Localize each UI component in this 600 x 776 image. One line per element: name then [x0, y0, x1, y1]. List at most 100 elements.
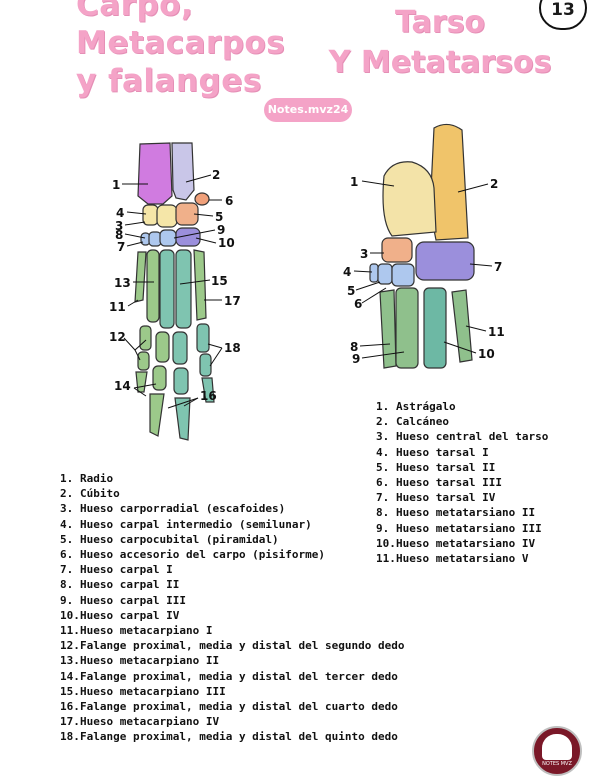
tarsal-ii-bone	[377, 263, 393, 285]
list-item: 2.Cúbito	[60, 487, 120, 501]
title-carpo: Carpo, Metacarpos y falanges	[76, 0, 296, 100]
list-item: 4.Hueso carpal intermedio (semilunar)	[60, 517, 312, 531]
list-item: 7.Hueso tarsal IV	[376, 491, 496, 505]
carpal-iv-bone	[175, 227, 201, 247]
forelimb-labels: 1 2 6 4 5 3 9 8 10 7 13 15 11 17 12 18 1…	[109, 168, 241, 403]
list-item: 3.Hueso central del tarso	[376, 430, 549, 444]
intermediate-carpal-bone	[156, 204, 178, 228]
list-item: 1.Astrágalo	[376, 400, 456, 413]
list-item: 3.Hueso carporradial (escafoides)	[60, 502, 286, 516]
label-f16: 16	[200, 389, 217, 403]
label-f4: 4	[116, 206, 124, 220]
digit-ii-phalanx-middle	[137, 351, 150, 371]
label-t5: 5	[347, 284, 355, 298]
label-f14: 14	[114, 379, 131, 393]
label-t3: 3	[360, 247, 368, 261]
digit-ii-phalanx-proximal	[139, 325, 152, 351]
list-item: 9.Hueso metatarsiano III	[376, 521, 542, 535]
digit-v-phalanx-distal	[201, 377, 215, 403]
list-item: 15.Hueso metacarpiano III	[60, 684, 226, 698]
label-f8: 8	[115, 228, 123, 242]
list-item: 10.Hueso carpal IV	[60, 608, 180, 622]
notes-mvz-logo: NOTES MVZ	[532, 726, 582, 776]
metacarpal-iii-bone	[159, 249, 175, 329]
label-t10: 10	[478, 347, 495, 361]
tarsal-i-bone	[369, 263, 379, 283]
label-t6: 6	[354, 297, 362, 311]
logo-silhouette-icon	[542, 734, 572, 760]
carpal-iii-bone	[159, 229, 177, 247]
list-item: 18.Falange proximal, media y distal del …	[60, 730, 398, 744]
carpus-legend-list: 1.Radio 2.Cúbito 3.Hueso carporradial (e…	[60, 471, 405, 745]
label-t11: 11	[488, 325, 505, 339]
list-item: 5.Hueso tarsal II	[376, 460, 496, 474]
hindlimb-labels: 1 2 3 7 4 5 6 11 8 10 9	[343, 175, 505, 366]
label-f6: 6	[225, 194, 233, 208]
hindlimb-leader-lines	[353, 180, 493, 359]
tarsal-iv-bone	[415, 241, 475, 281]
metatarsal-v-bone	[451, 289, 473, 363]
label-f1: 1	[112, 178, 120, 192]
tarsus-legend-list: 1.Astrágalo 2.Calcáneo 3.Hueso central d…	[376, 399, 548, 566]
list-item: 8.Hueso metatarsiano II	[376, 506, 536, 520]
digit-iv-phalanx-proximal	[172, 331, 188, 365]
title-tarso: Tarso Y Metatarsos	[325, 3, 555, 83]
metacarpal-v-bone	[193, 249, 207, 321]
label-f11: 11	[109, 300, 126, 314]
metacarpal-i-bone	[134, 251, 147, 303]
list-item: 16.Falange proximal, media y distal del …	[60, 700, 398, 714]
notes-badge: Notes.mvz24	[264, 98, 352, 122]
list-item: 14.Falange proximal, media y distal del …	[60, 669, 398, 683]
label-t7: 7	[494, 260, 502, 274]
list-item: 13.Hueso metacarpiano II	[60, 654, 220, 668]
forelimb-leader-lines	[122, 174, 223, 409]
calcaneus-bone	[429, 123, 469, 241]
logo-text: NOTES MVZ	[542, 761, 572, 767]
list-item: 10.Hueso metatarsiano IV	[376, 536, 536, 550]
accessory-carpal-bone	[194, 192, 210, 206]
title-carpo-line-1: Carpo,	[76, 0, 194, 23]
title-tarso-line-1: Tarso	[394, 5, 486, 40]
label-f3: 3	[115, 219, 123, 233]
label-t1: 1	[350, 175, 358, 189]
central-tarsal-bone	[381, 237, 413, 263]
list-item: 11.Hueso metacarpiano I	[60, 624, 213, 638]
metatarsal-ii-bone	[379, 289, 397, 369]
metacarpal-ii-bone	[146, 249, 160, 323]
hindlimb-diagram	[369, 123, 475, 369]
list-item: 7.Hueso carpal I	[60, 563, 173, 577]
digit-ii-phalanx-distal	[135, 371, 148, 393]
label-t2: 2	[490, 177, 498, 191]
metatarsal-iv-bone	[423, 287, 447, 369]
label-f12: 12	[109, 330, 126, 344]
list-item: 6.Hueso tarsal III	[376, 476, 502, 490]
list-item: 1.Radio	[60, 472, 114, 485]
digit-iii-phalanx-distal	[149, 393, 165, 437]
list-item: 12.Falange proximal, media y distal del …	[60, 639, 405, 653]
label-t4: 4	[343, 265, 351, 279]
digit-iv-phalanx-distal	[174, 397, 191, 441]
title-tarso-line-2: Y Metatarsos	[328, 45, 552, 80]
label-f2: 2	[212, 168, 220, 182]
tarsal-iii-bone	[391, 263, 415, 287]
list-item: 9.Hueso carpal III	[60, 593, 186, 607]
list-item: 17.Hueso metacarpiano IV	[60, 715, 220, 729]
label-f5: 5	[215, 210, 223, 224]
label-f13: 13	[114, 276, 131, 290]
radial-carpal-bone	[142, 204, 159, 226]
digit-v-phalanx-proximal	[196, 323, 210, 353]
list-item: 8.Hueso carpal II	[60, 578, 180, 592]
digit-iv-phalanx-middle	[173, 367, 189, 395]
forelimb-diagram	[134, 142, 215, 441]
metacarpal-iv-bone	[175, 249, 192, 329]
title-carpo-line-2: Metacarpos	[76, 25, 286, 61]
metatarsal-iii-bone	[395, 287, 419, 369]
digit-v-phalanx-middle	[199, 353, 212, 377]
digit-iii-phalanx-proximal	[155, 331, 170, 363]
label-t8: 8	[350, 340, 358, 354]
label-f10: 10	[218, 236, 235, 250]
title-carpo-line-3: y falanges	[76, 63, 262, 99]
label-f9: 9	[217, 223, 225, 237]
label-f17: 17	[224, 294, 241, 308]
